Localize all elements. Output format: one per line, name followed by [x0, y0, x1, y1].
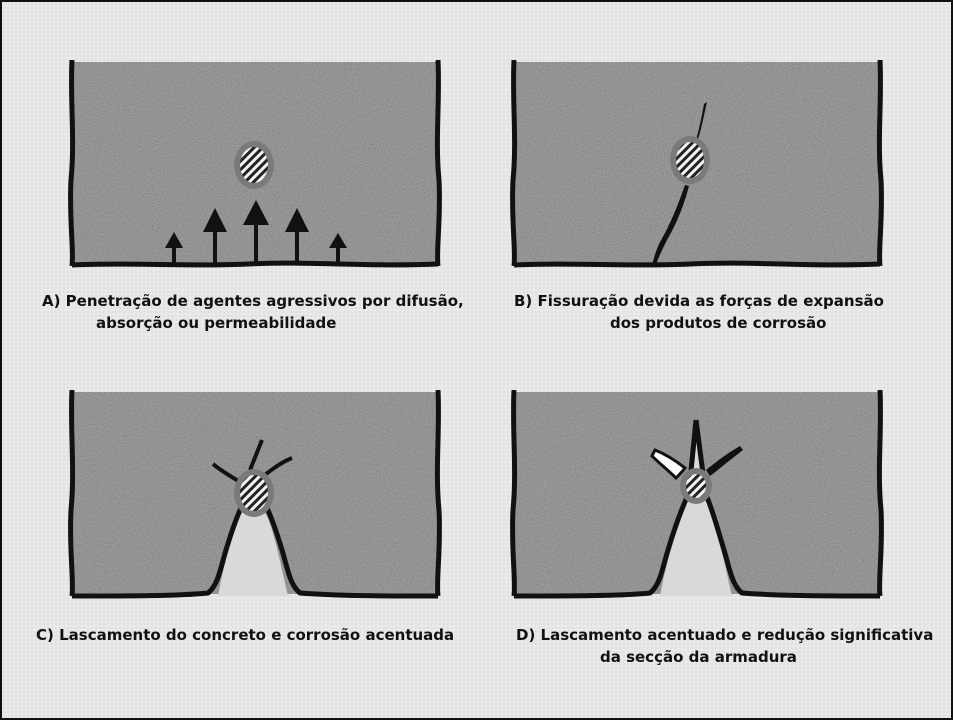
- arrow-large-2: [243, 200, 269, 263]
- crack-right: [706, 446, 743, 476]
- concrete-right-edge: [876, 390, 884, 597]
- panel-a: [68, 60, 444, 270]
- panel-a-illustration: [68, 60, 442, 268]
- caption-b: B) Fissuração devida as forças de expans…: [514, 290, 914, 334]
- caption-c-line1: C) Lascamento do concreto e corrosão ace…: [36, 626, 455, 644]
- caption-a-line1: A) Penetração de agentes agressivos por …: [42, 292, 464, 310]
- panel-d-illustration: [510, 390, 884, 599]
- caption-b-line2: dos produtos de corrosão: [610, 314, 827, 332]
- spall-edge-left: [71, 496, 249, 599]
- caption-b-line1: B) Fissuração devida as forças de expans…: [514, 292, 884, 310]
- arrow-small-2: [329, 233, 347, 263]
- panel-c-illustration: [68, 390, 442, 599]
- panel-b-illustration: [510, 60, 884, 268]
- crack-lower: [652, 185, 689, 265]
- concrete-left-edge: [510, 60, 518, 267]
- panel-d: [510, 390, 886, 600]
- rebar-section: [686, 474, 706, 498]
- concrete-left-edge: [68, 390, 76, 597]
- panel-c: [68, 390, 444, 600]
- concrete-right-edge: [434, 60, 442, 267]
- agent-arrows: [165, 200, 347, 263]
- arrow-large-1: [203, 208, 227, 263]
- caption-a-line2: absorção ou permeabilidade: [96, 314, 337, 332]
- caption-d-line2: da secção da armadura: [600, 648, 797, 666]
- caption-a: A) Penetração de agentes agressivos por …: [42, 290, 464, 334]
- corrosion-product-left: [650, 448, 688, 481]
- crack-upper: [693, 102, 707, 148]
- concrete-bottom-edge: [71, 260, 439, 268]
- rebar-section: [240, 475, 268, 511]
- arrow-small-1: [165, 232, 183, 263]
- crack-right: [264, 456, 293, 476]
- arrow-large-3: [285, 208, 309, 263]
- caption-d: D) Lascamento acentuado e redução signif…: [516, 624, 936, 668]
- spall-edge-right: [259, 496, 439, 599]
- concrete-right-edge: [434, 390, 442, 597]
- caption-c: C) Lascamento do concreto e corrosão ace…: [36, 624, 476, 646]
- crack-top: [248, 439, 264, 471]
- panel-b: [510, 60, 886, 270]
- caption-d-line1: D) Lascamento acentuado e redução signif…: [516, 626, 934, 644]
- spall-cavity: [660, 430, 732, 596]
- concrete-left-edge: [510, 390, 518, 597]
- concrete-right-edge: [876, 60, 884, 267]
- rebar-section: [676, 142, 704, 178]
- concrete-bottom-edge: [513, 260, 881, 268]
- concrete-left-edge: [68, 60, 76, 267]
- rebar-section: [240, 147, 268, 183]
- spall-cavity: [218, 495, 288, 596]
